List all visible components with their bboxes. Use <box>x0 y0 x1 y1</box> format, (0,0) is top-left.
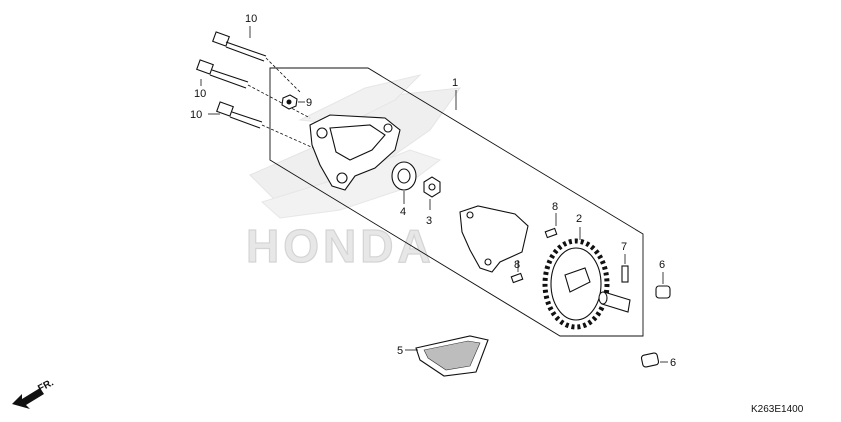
gear-2 <box>542 238 610 330</box>
callout-pin-7: 7 <box>621 241 627 253</box>
bushing-6-upper <box>655 285 671 299</box>
shaft <box>598 291 631 313</box>
direction-label: FR. <box>36 377 56 394</box>
callout-ring-3: 3 <box>426 215 432 227</box>
oil-strainer-5 <box>415 335 489 377</box>
bolt-10-low <box>216 101 319 151</box>
honda-watermark-text: HONDA <box>246 220 435 272</box>
ring-3 <box>423 176 441 198</box>
bushing-6-lower <box>640 352 660 368</box>
assembly-frame <box>269 67 644 337</box>
drawing-code: K263E1400 <box>751 404 804 415</box>
bearing-4 <box>391 161 417 191</box>
pin-7 <box>621 265 629 283</box>
callout-assembly-1: 1 <box>452 77 458 89</box>
cover-plate <box>459 205 529 273</box>
nut-9 <box>281 94 298 110</box>
callout-nut-9: 9 <box>306 97 312 109</box>
bolt-10-middle <box>196 59 311 119</box>
callout-screw-8-lower: 8 <box>514 259 520 271</box>
screw-8-upper <box>544 227 558 239</box>
callout-strainer-5: 5 <box>397 345 403 357</box>
callout-bolt-10-low: 10 <box>190 109 202 121</box>
oil-pump-body <box>309 114 401 191</box>
callout-screw-8-upper: 8 <box>552 201 558 213</box>
callout-bushing-6-upper: 6 <box>659 259 665 271</box>
callout-bearing-4: 4 <box>400 206 406 218</box>
front-direction-arrow-icon <box>12 388 44 409</box>
callout-gear-2: 2 <box>576 213 582 225</box>
bolt-10-top <box>212 31 301 93</box>
screw-8-lower <box>510 272 524 284</box>
callout-bolt-10-mid: 10 <box>194 88 206 100</box>
callout-bolt-10-top: 10 <box>245 13 257 25</box>
callout-bushing-6-lower: 6 <box>670 357 676 369</box>
